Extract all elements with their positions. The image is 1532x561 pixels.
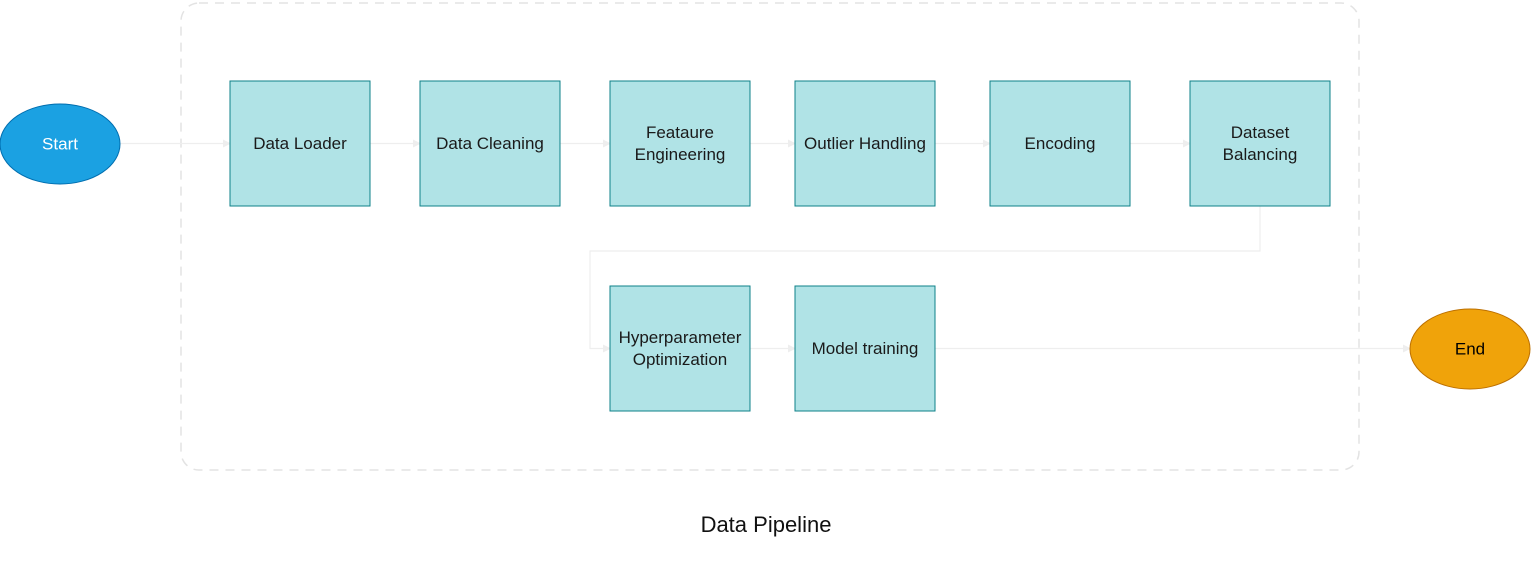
step-label: Hyperparameter <box>619 328 742 347</box>
step-label: Optimization <box>633 350 727 369</box>
diagram-title: Data Pipeline <box>700 512 832 537</box>
step-box <box>794 80 936 207</box>
step-label: Feataure <box>646 123 714 142</box>
edge-dataset-balancing-to-hyperparameter-optimization <box>589 206 1261 353</box>
step-box <box>989 80 1131 207</box>
step-box <box>1189 80 1331 207</box>
start-node-label: Start <box>42 135 78 154</box>
step-box <box>229 80 371 207</box>
end-node: End <box>1409 308 1531 390</box>
step-data-cleaning: Data Cleaning <box>419 80 561 207</box>
step-outlier-handling: Outlier Handling <box>794 80 936 207</box>
step-label: Data Loader <box>253 134 347 153</box>
step-label: Model training <box>812 339 919 358</box>
step-label: Dataset <box>1231 123 1290 142</box>
step-label: Outlier Handling <box>804 134 926 153</box>
step-label: Engineering <box>635 145 726 164</box>
step-label: Data Cleaning <box>436 134 544 153</box>
step-box <box>609 80 751 207</box>
step-label: Encoding <box>1025 134 1096 153</box>
step-box <box>794 285 936 412</box>
step-model-training: Model training <box>794 285 936 412</box>
pipeline-group-frame <box>180 2 1360 471</box>
edges-layer <box>120 139 1411 353</box>
start-node: Start <box>0 103 121 185</box>
step-data-loader: Data Loader <box>229 80 371 207</box>
step-encoding: Encoding <box>989 80 1131 207</box>
step-box <box>419 80 561 207</box>
step-box <box>609 285 751 412</box>
nodes-layer: Start Data Loader Data Cleaning FeataureEng… <box>0 80 1531 412</box>
end-node-label: End <box>1455 340 1485 359</box>
step-label: Balancing <box>1223 145 1298 164</box>
